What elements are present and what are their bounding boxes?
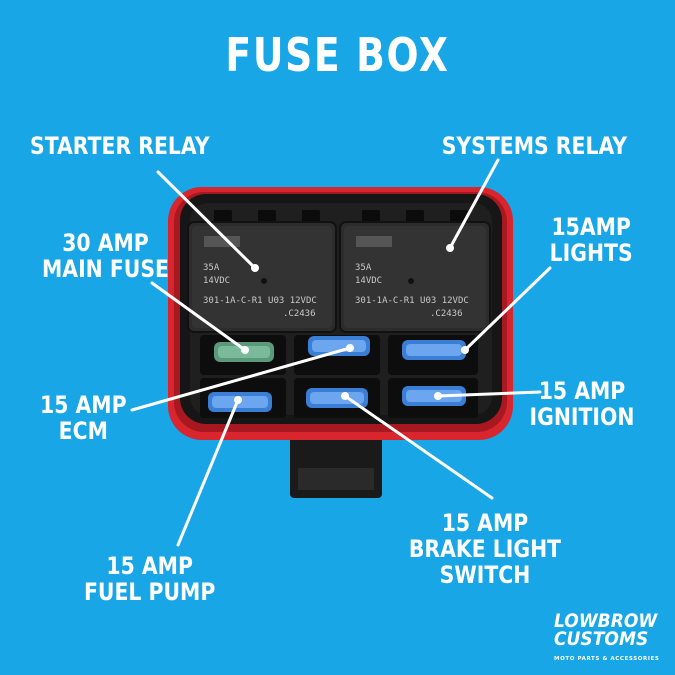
diagram-title: FUSE BOX bbox=[225, 28, 450, 82]
fuel-pump-leader bbox=[176, 398, 240, 547]
starter-relay bbox=[187, 221, 337, 333]
main-fuse-leader bbox=[150, 281, 247, 352]
lights-fuse bbox=[402, 340, 466, 360]
starter-relay-part: 301-1A-C-R1 U03 12VDC bbox=[203, 296, 317, 306]
ecm-leader bbox=[130, 346, 352, 412]
systems-relay-code: .C2436 bbox=[430, 309, 463, 319]
label-brake-light: 15 AMP BRAKE LIGHT SWITCH bbox=[408, 509, 561, 589]
brake-light-leader bbox=[343, 394, 494, 500]
systems-relay-leader bbox=[448, 158, 500, 250]
label-lights: 15AMP LIGHTS bbox=[549, 213, 633, 267]
label-fuel-pump: 15 AMP FUEL PUMP bbox=[84, 552, 216, 606]
systems-relay-rating: 35A bbox=[355, 263, 372, 273]
brand-logo: LOWBROW CUSTOMS MOTO PARTS & ACCESSORIES bbox=[554, 612, 662, 668]
label-starter-relay: STARTER RELAY bbox=[30, 132, 210, 160]
label-ignition: 15 AMP IGNITION bbox=[529, 377, 634, 431]
label-systems-relay: SYSTEMS RELAY bbox=[441, 132, 627, 160]
starter-relay-voltage: 14VDC bbox=[203, 276, 230, 286]
systems-relay-part: 301-1A-C-R1 U03 12VDC bbox=[355, 296, 469, 306]
label-main-fuse: 30 AMP MAIN FUSE bbox=[42, 229, 169, 283]
label-ecm: 15 AMP ECM bbox=[40, 391, 127, 445]
systems-relay-voltage: 14VDC bbox=[355, 276, 382, 286]
starter-relay-leader bbox=[156, 170, 257, 270]
fuse-top-middle bbox=[308, 336, 370, 356]
ignition-leader bbox=[436, 390, 542, 398]
lights-leader bbox=[463, 266, 552, 352]
brand-line2: CUSTOMS bbox=[554, 628, 649, 650]
brand-line1: LOWBROW bbox=[554, 610, 658, 632]
brand-tagline: MOTO PARTS & ACCESSORIES bbox=[554, 656, 660, 662]
starter-relay-code: .C2436 bbox=[283, 309, 316, 319]
starter-relay-rating: 35A bbox=[203, 263, 220, 273]
